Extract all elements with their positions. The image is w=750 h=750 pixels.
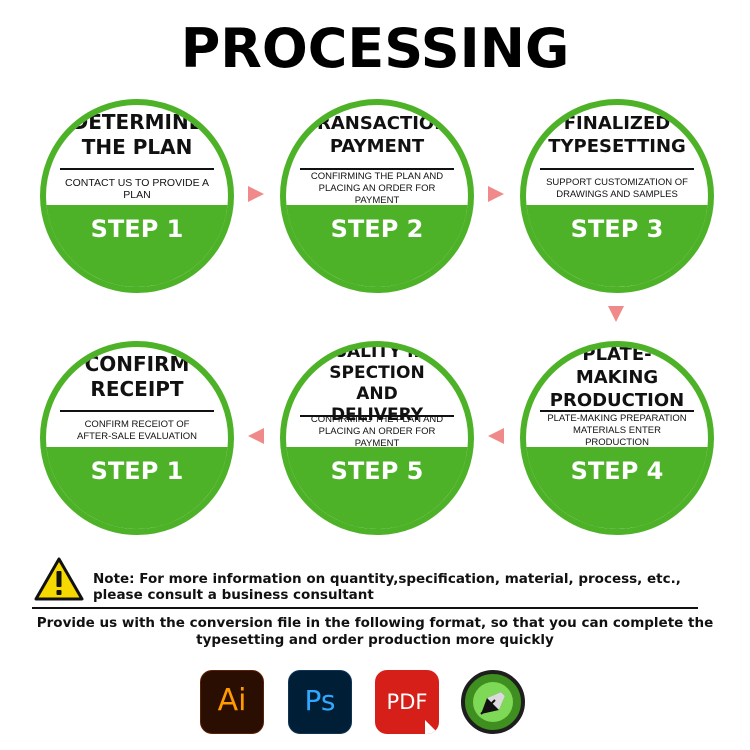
step-label: STEP 1 (90, 215, 184, 243)
step-divider (300, 168, 454, 170)
arrow-right-icon (248, 186, 264, 202)
step-circle-1: DETERMINE THE PLAN CONTACT US TO PROVIDE… (40, 99, 234, 293)
ps-label: Ps (304, 684, 336, 717)
pdf-icon: PDF (375, 670, 439, 734)
step-description: CONFIRMING THE PLAN AND PLACING AN ORDER… (310, 170, 444, 206)
step-circle-2: TRANSACTION PAYMENT CONFIRMING THE PLAN … (280, 99, 474, 293)
step-circle-3: FINALIZED TYPESETTING SUPPORT CUSTOMIZAT… (520, 99, 714, 293)
arrow-left-icon (248, 428, 264, 444)
step-description: CONTACT US TO PROVIDE A PLAN (65, 176, 209, 201)
step-description: CONFIRM RECEIOT OF AFTER-SALE EVALUATION (76, 418, 197, 442)
pdf-label: PDF (386, 690, 428, 714)
step-heading: PLATE-MAKING PRODUCTION (549, 343, 685, 411)
step-description: CONFIRMING THE PLAN AND PLACING AN ORDER… (310, 414, 444, 449)
divider (32, 607, 698, 609)
step-band (526, 205, 708, 287)
note-text: Note: For more information on quantity,s… (93, 571, 681, 603)
format-instructions: Provide us with the conversion file in t… (36, 615, 714, 648)
step-band (286, 205, 468, 287)
step-divider (60, 410, 214, 412)
step-circle-6: CONFIRM RECEIPT CONFIRM RECEIOT OF AFTER… (40, 341, 234, 535)
step-band (46, 205, 228, 287)
step-divider (540, 168, 694, 170)
page-title: PROCESSING (180, 17, 570, 80)
step-heading: TRANSACTION PAYMENT (304, 113, 450, 157)
step-heading: QUALITY IN-SPECTION AND DELIVERY (319, 342, 435, 425)
step-label: STEP 2 (330, 215, 424, 243)
step-label: STEP 5 (330, 457, 424, 485)
coreldraw-icon (461, 670, 525, 734)
step-label: STEP 4 (570, 457, 664, 485)
step-divider (60, 168, 214, 170)
ai-label: Ai (217, 683, 247, 718)
pen-nib-icon (473, 682, 513, 722)
step-circle-4: PLATE-MAKING PRODUCTION PLATE-MAKING PRE… (520, 341, 714, 535)
arrow-down-icon (608, 306, 624, 322)
step-description: SUPPORT CUSTOMIZATION OF DRAWINGS AND SA… (546, 176, 688, 200)
adobe-photoshop-icon: Ps (288, 670, 352, 734)
adobe-illustrator-icon: Ai (200, 670, 264, 734)
step-heading: CONFIRM RECEIPT (84, 352, 190, 401)
arrow-left-icon (488, 428, 504, 444)
step-band (286, 447, 468, 529)
pdf-fold (425, 720, 439, 734)
step-heading: DETERMINE THE PLAN (71, 110, 203, 159)
warning-icon (34, 557, 84, 601)
arrow-right-icon (488, 186, 504, 202)
step-band (526, 447, 708, 529)
step-band (46, 447, 228, 529)
step-divider (300, 415, 454, 417)
step-label: STEP 1 (90, 457, 184, 485)
step-description: PLATE-MAKING PREPARATION MATERIALS ENTER… (547, 412, 687, 448)
step-label: STEP 3 (570, 215, 664, 243)
step-circle-5: QUALITY IN-SPECTION AND DELIVERY CONFIRM… (280, 341, 474, 535)
step-heading: FINALIZED TYPESETTING (548, 113, 686, 157)
step-divider (540, 410, 694, 412)
